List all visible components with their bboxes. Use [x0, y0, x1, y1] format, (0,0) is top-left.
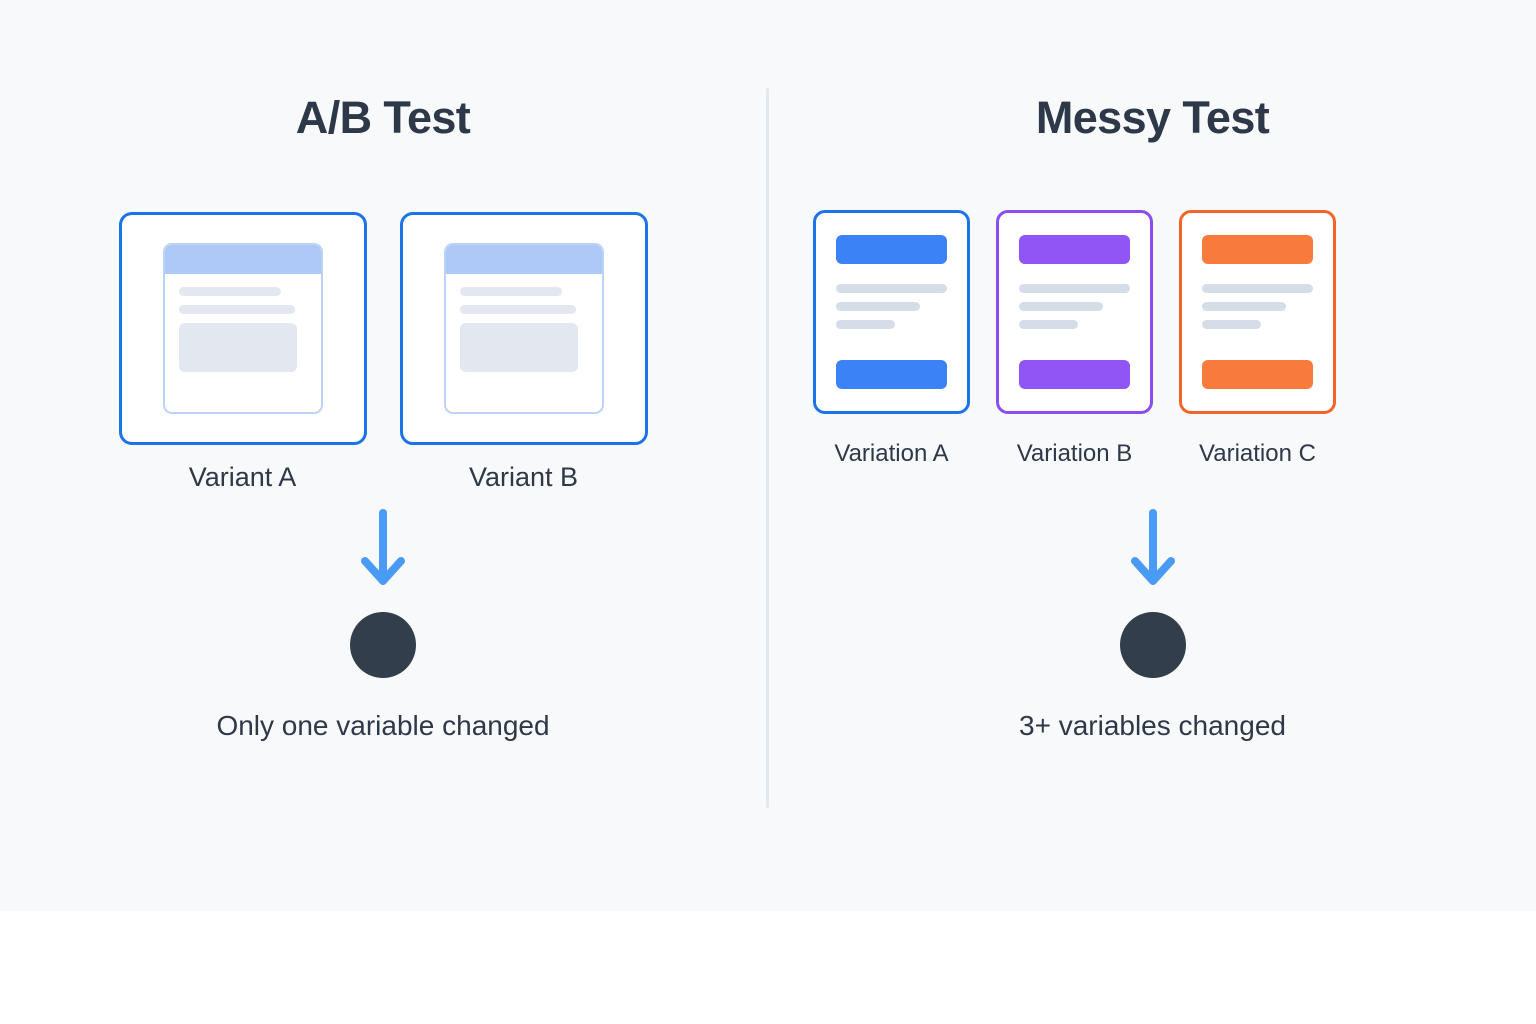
variation-text-line [1019, 320, 1078, 329]
variant-card-a[interactable] [118, 212, 367, 445]
variation-text-line [836, 320, 895, 329]
messy-test-caption: 3+ variables changed [1019, 710, 1286, 741]
mockup-header-bar [164, 245, 321, 274]
variation-card-a[interactable] [813, 210, 970, 414]
variation-card-row [813, 210, 1336, 414]
down-arrow-icon [358, 508, 408, 590]
ab-test-caption: Only one variable changed [216, 710, 550, 741]
mockup-text-line [459, 305, 576, 314]
variation-text-line [1202, 284, 1313, 293]
variation-footer-block [836, 360, 947, 389]
variation-text-lines [1019, 284, 1130, 338]
variation-label-c: Variation C [1199, 440, 1316, 467]
outcome-dot [350, 612, 416, 678]
variation-header-block [1019, 235, 1130, 264]
variation-text-lines [836, 284, 947, 338]
variation-text-lines [1202, 284, 1313, 338]
variation-header-block [1202, 235, 1313, 264]
variation-text-line [1202, 302, 1287, 311]
mockup-body [165, 274, 321, 372]
messy-test-title: Messy Test [1035, 92, 1270, 143]
variation-text-line [1019, 284, 1130, 293]
variation-label-row: Variation A Variation B Variation C [813, 440, 1336, 468]
mockup-content-block [459, 323, 578, 372]
browser-mockup-icon [162, 243, 323, 414]
mockup-text-line [459, 287, 562, 296]
variation-footer-block [1202, 360, 1313, 389]
variation-label-b: Variation B [1016, 440, 1133, 467]
variation-text-line [836, 302, 921, 311]
variation-text-line [836, 284, 947, 293]
variation-text-line [1019, 302, 1104, 311]
variation-footer-block [1019, 360, 1130, 389]
mockup-body [446, 274, 602, 372]
variant-label-row: Variant A Variant B [0, 462, 766, 493]
variation-text-line [1202, 320, 1261, 329]
variation-label-a: Variation A [834, 440, 949, 467]
mockup-text-line [178, 287, 281, 296]
mockup-text-line [178, 305, 295, 314]
mockup-content-block [178, 323, 297, 372]
column-divider [766, 88, 769, 808]
variant-label-a: Variant A [188, 462, 297, 492]
browser-mockup-icon [443, 243, 604, 414]
variation-card-c[interactable] [1179, 210, 1336, 414]
variation-header-block [836, 235, 947, 264]
mockup-header-bar [445, 245, 602, 274]
down-arrow-icon [1128, 508, 1178, 590]
ab-test-title: A/B Test [295, 92, 471, 143]
ab-test-column: A/B Test [0, 0, 766, 911]
variant-card-b[interactable] [399, 212, 648, 445]
variant-card-row [0, 212, 766, 445]
messy-test-outcome-flow: 3+ variables changed [769, 508, 1536, 747]
variation-card-b[interactable] [996, 210, 1153, 414]
variant-label-b: Variant B [468, 462, 579, 492]
ab-test-outcome-flow: Only one variable changed [0, 508, 766, 747]
outcome-dot [1119, 612, 1186, 678]
messy-test-column: Messy Test [769, 0, 1536, 911]
